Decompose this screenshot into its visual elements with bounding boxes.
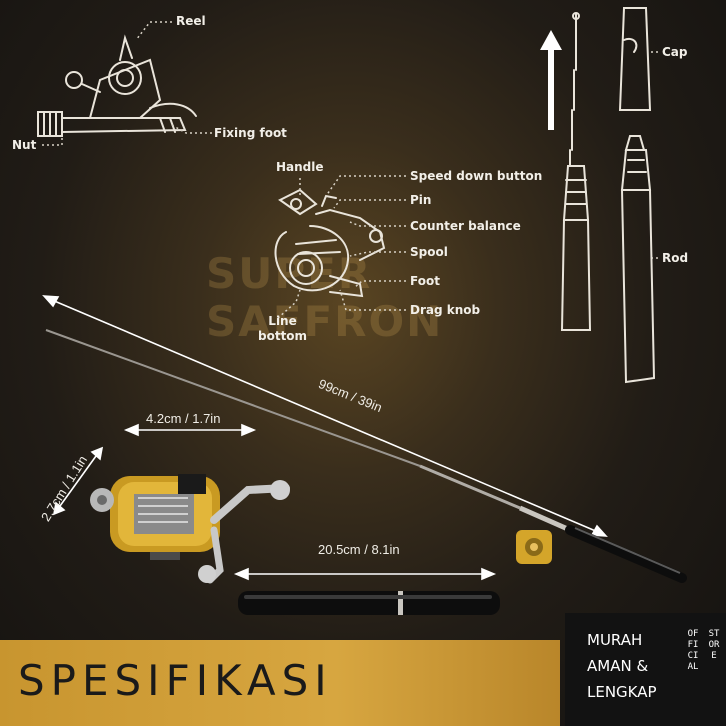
- badge-line-2: AMAN &: [587, 657, 649, 675]
- official-store-badge: MURAH AMAN & LENGKAP OFFICIAL STORE: [565, 613, 726, 726]
- label-reel: Reel: [176, 14, 206, 28]
- label-nut: Nut: [12, 138, 37, 152]
- label-spool: Spool: [410, 245, 448, 259]
- gold-reel: [90, 474, 290, 584]
- badge-line-3: LENGKAP: [587, 683, 657, 701]
- badge-official: OFFICIAL: [687, 629, 699, 672]
- dim-reel-width: 4.2cm / 1.7in: [146, 411, 221, 426]
- label-rod: Rod: [662, 251, 689, 265]
- closed-rod: [238, 591, 500, 615]
- label-handle: Handle: [276, 160, 324, 174]
- label-counter-balance: Counter balance: [410, 219, 521, 233]
- spec-banner: SPESIFIKASI: [0, 640, 560, 726]
- label-foot: Foot: [410, 274, 440, 288]
- label-drag-knob: Drag knob: [410, 303, 481, 317]
- dim-closed-length: 20.5cm / 8.1in: [318, 542, 400, 557]
- label-line-bottom: Line bottom: [258, 314, 308, 343]
- label-fixing-foot: Fixing foot: [214, 126, 287, 140]
- badge-line-1: MURAH: [587, 631, 643, 649]
- label-cap: Cap: [662, 45, 688, 59]
- label-speed-down-button: Speed down button: [410, 169, 543, 183]
- rod-closeup-sketch: [560, 7, 656, 384]
- label-pin: Pin: [410, 193, 432, 207]
- banner-title: SPESIFIKASI: [18, 656, 333, 705]
- badge-store: STORE: [708, 629, 720, 661]
- extended-rod: [45, 329, 687, 583]
- reel-sketch: [37, 34, 197, 137]
- reel-exploded-sketch: [274, 188, 386, 298]
- extend-arrow: [540, 30, 562, 130]
